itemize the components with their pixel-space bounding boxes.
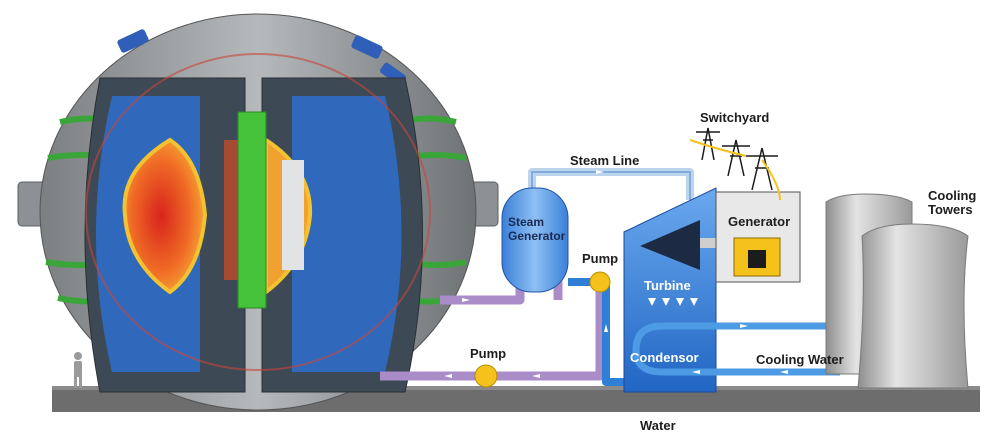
steam-line-label: Steam Line: [570, 153, 639, 168]
power-lines: [689, 139, 781, 201]
condensor-label: Condensor: [630, 350, 699, 365]
generator-label: Generator: [728, 214, 790, 229]
cooling-towers-label-1: Cooling: [928, 188, 976, 203]
steam-generator-label-2: Generator: [508, 229, 566, 243]
steam-generator: [501, 187, 569, 293]
ground-slab-top: [52, 386, 980, 390]
tokamak-reactor: [17, 13, 499, 411]
plasma-left: [122, 137, 208, 295]
switchyard-towers: [696, 127, 778, 191]
pump-upper-label: Pump: [582, 251, 618, 266]
turbine-label: Turbine: [644, 278, 691, 293]
human-figure: [74, 352, 82, 388]
pump-lower-label: Pump: [470, 346, 506, 361]
pump-upper: [589, 271, 611, 293]
cooling-towers-label-2: Towers: [928, 202, 973, 217]
turbine-down-arrows: [648, 298, 698, 306]
pump-lower: [474, 364, 498, 388]
cooling-water-pipes: [632, 322, 840, 376]
flow-arrows: [444, 298, 540, 378]
switchyard-label: Switchyard: [700, 110, 769, 125]
steam-generator-label-1: Steam: [508, 215, 544, 229]
cooling-towers: [825, 193, 969, 389]
steam-flow-arrow: [596, 170, 604, 174]
cooling-water-label: Cooling Water: [756, 352, 844, 367]
central-solenoid: [237, 111, 267, 309]
water-label: Water: [640, 418, 676, 433]
